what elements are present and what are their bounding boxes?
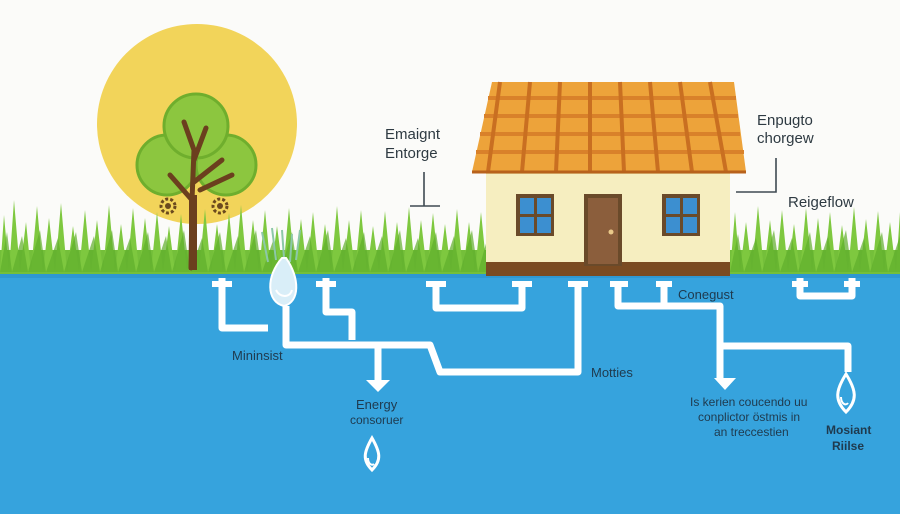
pipe-network <box>212 278 860 380</box>
label-consoruer: consoruer <box>350 413 404 427</box>
house-window <box>516 194 554 236</box>
house-roof <box>472 81 746 174</box>
label-entorge: Entorge <box>385 145 438 162</box>
label-emaignt: Emaignt <box>385 126 441 143</box>
label-conegust: Conegust <box>678 287 734 302</box>
label-energy: Energy <box>356 397 398 412</box>
label-reigeflow: Reigeflow <box>788 194 854 211</box>
arrow-down-icon <box>714 378 736 390</box>
water-splash <box>269 257 298 308</box>
gear-icon <box>211 197 229 215</box>
callout-lines <box>410 158 777 207</box>
note-line-3: an treccestien <box>714 425 789 439</box>
water-surface-band <box>0 272 900 278</box>
gear-icon <box>159 197 177 215</box>
house-window <box>662 194 700 236</box>
water-drop-icon <box>836 371 856 415</box>
house <box>472 81 746 276</box>
label-chorgew: chorgew <box>757 130 814 147</box>
water-drop-icon <box>363 434 381 473</box>
label-mininsist: Mininsist <box>232 348 283 363</box>
label-riilse: Riilse <box>832 439 865 453</box>
note-line-1: Is kerien coucendo uu <box>690 395 808 409</box>
label-motties: Motties <box>591 365 633 380</box>
label-enpugto: Enpugto <box>757 112 813 129</box>
label-mosiant: Mosiant <box>826 423 872 437</box>
rain-streaks <box>261 227 301 263</box>
arrow-down-icon <box>366 380 390 392</box>
note-line-2: conplictor östmis in <box>698 410 801 424</box>
house-door <box>584 194 622 266</box>
grass-strip <box>0 200 900 274</box>
groundwater-body <box>0 272 900 514</box>
tree <box>135 92 258 271</box>
